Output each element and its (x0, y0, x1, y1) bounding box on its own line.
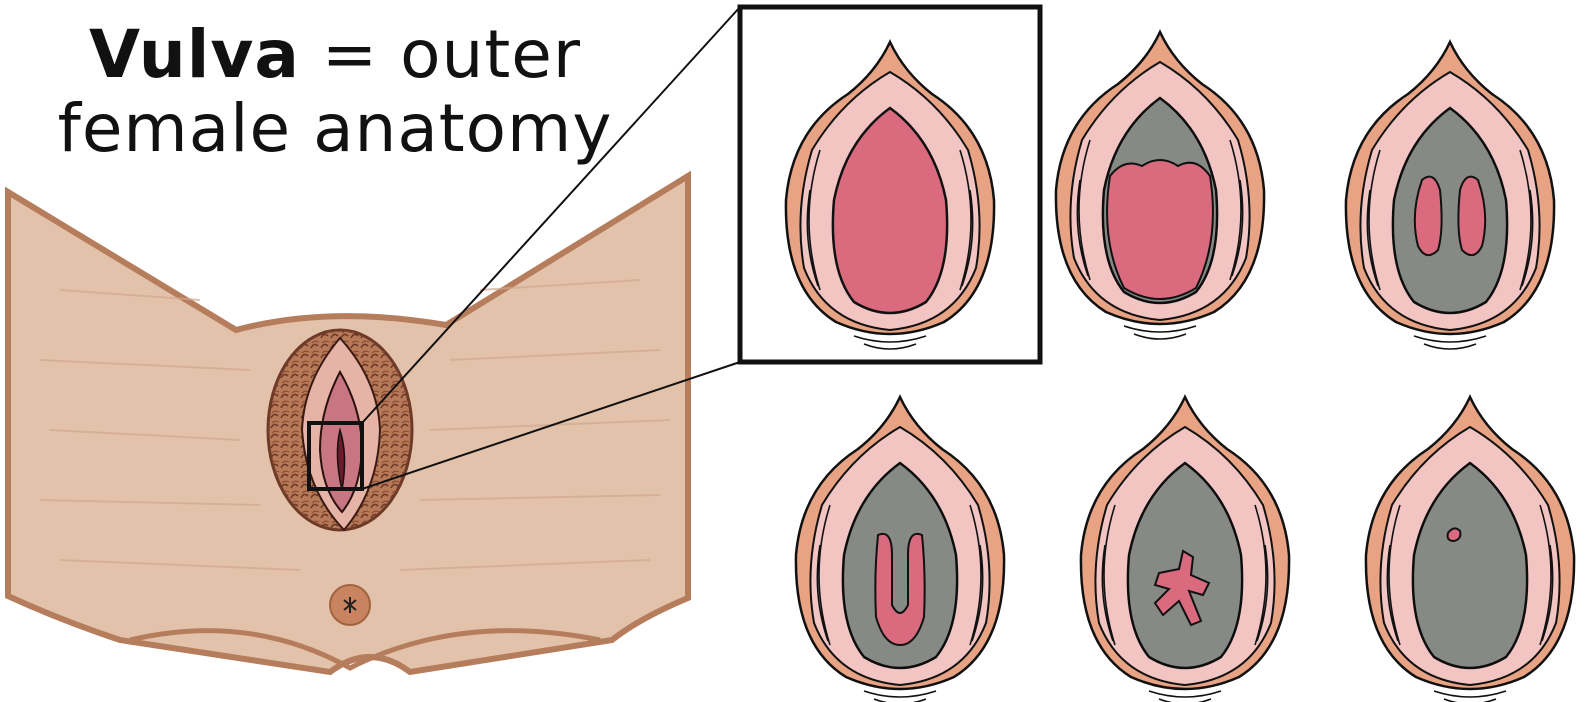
hymen-panel-two-openings (1346, 42, 1554, 349)
bottom-lines (864, 691, 936, 702)
bottom-lines (1124, 326, 1196, 339)
hymen-opening (1448, 528, 1461, 541)
hymen-panel-partial-cover (1056, 32, 1264, 339)
bottom-lines (854, 336, 926, 349)
body-illustration (8, 176, 688, 672)
bottom-lines (1414, 336, 1486, 349)
hymen-panel-star-shaped-opening (1081, 397, 1289, 702)
hymen-panels (786, 32, 1574, 702)
bottom-lines (1434, 691, 1506, 702)
hymen-panel-tiny-opening (1366, 397, 1574, 702)
hymen-panel-u-shaped-opening (796, 397, 1004, 702)
bottom-lines (1149, 691, 1221, 702)
hymen-opening (1107, 160, 1213, 299)
hymen-panel-normal-opening (786, 42, 994, 349)
